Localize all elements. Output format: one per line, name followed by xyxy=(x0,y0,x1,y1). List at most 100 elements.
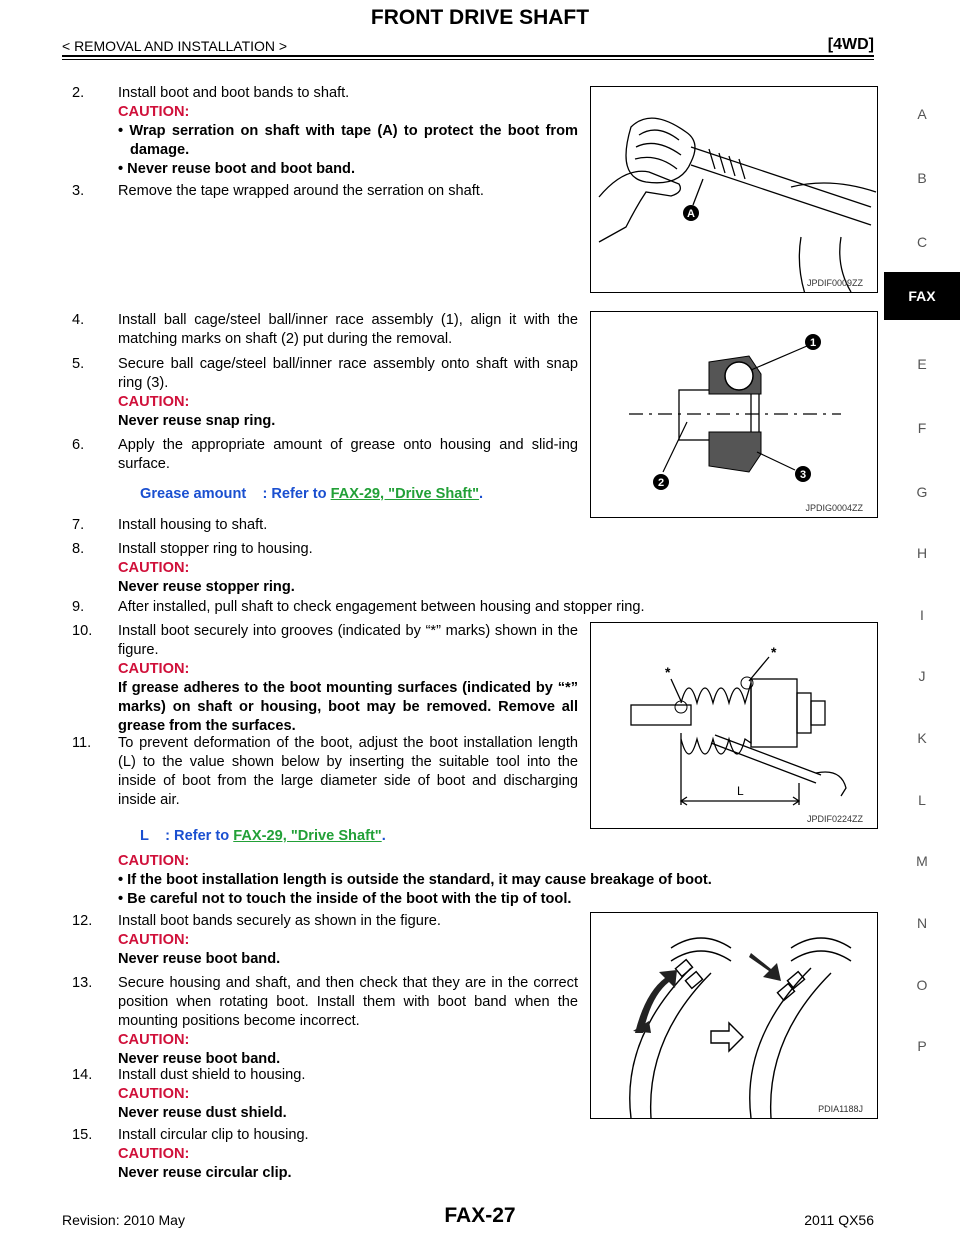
caution-label: CAUTION: xyxy=(118,661,190,677)
step-5: 5. Secure ball cage/steel ball/inner rac… xyxy=(72,355,578,431)
step-number: 8. xyxy=(72,541,85,557)
caution-bullet: • Wrap serration on shaft with tape (A) … xyxy=(118,123,578,158)
caution-label: CAUTION: xyxy=(118,853,190,869)
caution-bullet: • Be careful not to touch the inside of … xyxy=(118,891,572,907)
caution-text: Never reuse boot band. xyxy=(118,951,281,967)
caution-text: If grease adheres to the boot mounting s… xyxy=(118,680,578,734)
boot-tape-illustration: A xyxy=(598,117,877,298)
side-index-g[interactable]: G xyxy=(916,484,928,500)
step-4: 4. Install ball cage/steel ball/inner ra… xyxy=(72,311,578,349)
step-number: 12. xyxy=(72,913,93,929)
header-rule-thin xyxy=(62,59,874,60)
caution-label: CAUTION: xyxy=(118,1032,190,1048)
side-index-c[interactable]: C xyxy=(916,234,928,250)
link-fax-29[interactable]: FAX-29, "Drive Shaft" xyxy=(330,486,480,502)
side-index-n[interactable]: N xyxy=(916,915,928,931)
step-number: 13. xyxy=(72,975,93,991)
spec-grease-amount: Grease amount : Refer to FAX-29, "Drive … xyxy=(140,486,484,502)
step-text: Install dust shield to housing. xyxy=(118,1067,306,1083)
fig-label-3: 3 xyxy=(800,469,806,481)
caution-label: CAUTION: xyxy=(118,1146,190,1162)
step-number: 11. xyxy=(72,735,92,751)
step-14: 14. Install dust shield to housing. CAUT… xyxy=(72,1066,578,1123)
caution-text: Never reuse snap ring. xyxy=(118,413,276,429)
step-number: 5. xyxy=(72,356,85,372)
caution-label: CAUTION: xyxy=(118,560,190,576)
step-10: 10. Install boot securely into grooves (… xyxy=(72,622,578,736)
caution-label: CAUTION: xyxy=(118,932,190,948)
figure-caption: JPDIF0009ZZ xyxy=(806,278,863,288)
boot-length-illustration: * * L xyxy=(630,644,847,806)
side-index-o[interactable]: O xyxy=(916,977,928,993)
step-9: 9. After installed, pull shaft to check … xyxy=(72,598,872,617)
side-index-e[interactable]: E xyxy=(917,356,927,372)
page-title: FRONT DRIVE SHAFT xyxy=(370,6,590,29)
step-number: 15. xyxy=(72,1127,93,1143)
step-number: 7. xyxy=(72,517,85,533)
caution-label: CAUTION: xyxy=(118,104,190,120)
page-number: FAX-27 xyxy=(444,1204,516,1227)
step-text: Install circular clip to housing. xyxy=(118,1127,309,1143)
caution-boot-length: CAUTION: • If the boot installation leng… xyxy=(118,852,878,909)
step-number: 9. xyxy=(72,599,85,615)
step-text: To prevent deformation of the boot, adju… xyxy=(118,735,578,808)
step-text: Install housing to shaft. xyxy=(118,517,268,533)
step-15: 15. Install circular clip to housing. CA… xyxy=(72,1126,578,1183)
side-index-l[interactable]: L xyxy=(918,792,926,808)
fig-label-l: L xyxy=(737,784,744,798)
step-text: Install boot bands securely as shown in … xyxy=(118,913,441,929)
side-index-h[interactable]: H xyxy=(916,545,928,561)
step-6: 6. Apply the appropriate amount of greas… xyxy=(72,436,578,474)
step-text: Secure ball cage/steel ball/inner race a… xyxy=(118,356,578,391)
side-index-b[interactable]: B xyxy=(917,170,927,186)
header-rule xyxy=(62,55,874,57)
step-8: 8. Install stopper ring to housing. CAUT… xyxy=(72,540,578,597)
step-2: 2. Install boot and boot bands to shaft.… xyxy=(72,84,578,179)
figure-boot-tape: A JPDIF0009ZZ xyxy=(590,86,878,298)
caution-text: Never reuse circular clip. xyxy=(118,1165,292,1181)
side-index-f[interactable]: F xyxy=(917,420,927,436)
figure-caption: JPDIG0004ZZ xyxy=(805,503,863,513)
step-11: 11. To prevent deformation of the boot, … xyxy=(72,734,578,810)
side-index-j[interactable]: J xyxy=(918,668,926,684)
breadcrumb: < REMOVAL AND INSTALLATION > xyxy=(62,38,288,54)
caution-text: Never reuse dust shield. xyxy=(118,1105,287,1121)
side-index-m[interactable]: M xyxy=(916,853,928,869)
boot-bands-illustration xyxy=(629,937,852,1119)
step-number: 10. xyxy=(72,623,93,639)
side-index-p[interactable]: P xyxy=(917,1038,927,1054)
step-number: 4. xyxy=(72,312,85,328)
side-index-a[interactable]: A xyxy=(917,106,927,122)
step-number: 6. xyxy=(72,437,85,453)
caution-bullet: • Never reuse boot and boot band. xyxy=(118,161,356,177)
model-tag: [4WD] xyxy=(827,36,874,53)
link-fax-29[interactable]: FAX-29, "Drive Shaft" xyxy=(233,828,382,844)
side-index-k[interactable]: K xyxy=(917,730,927,746)
step-text: After installed, pull shaft to check eng… xyxy=(118,599,645,615)
fig-label-2: 2 xyxy=(658,477,664,489)
step-3: 3. Remove the tape wrapped around the se… xyxy=(72,182,578,201)
step-text: Apply the appropriate amount of grease o… xyxy=(118,437,578,472)
step-text: Install ball cage/steel ball/inner race … xyxy=(118,312,578,347)
step-text: Install boot securely into grooves (indi… xyxy=(118,623,578,658)
step-13: 13. Secure housing and shaft, and then c… xyxy=(72,974,578,1069)
side-index-i[interactable]: I xyxy=(920,607,924,623)
fig-label-a: A xyxy=(687,208,695,220)
fig-star-mark: * xyxy=(771,644,777,660)
step-7: 7. Install housing to shaft. xyxy=(72,516,578,535)
caution-label: CAUTION: xyxy=(118,1086,190,1102)
step-number: 3. xyxy=(72,183,85,199)
step-text: Install stopper ring to housing. xyxy=(118,541,313,557)
fig-label-1: 1 xyxy=(810,337,816,349)
side-index-fax-active[interactable]: FAX xyxy=(884,272,960,320)
figure-inner-race: 1 2 3 JPDIG0004ZZ xyxy=(590,311,878,518)
figure-boot-length: * * L JPDIF0224ZZ xyxy=(590,622,878,829)
footer-revision: Revision: 2010 May xyxy=(62,1212,185,1228)
footer-model: 2011 QX56 xyxy=(804,1212,874,1228)
spec-boot-length: L : Refer to FAX-29, "Drive Shaft". xyxy=(140,828,386,844)
caution-text: Never reuse stopper ring. xyxy=(118,579,295,595)
step-text: Remove the tape wrapped around the serra… xyxy=(118,183,484,199)
figure-caption: JPDIF0224ZZ xyxy=(806,814,863,824)
step-number: 14. xyxy=(72,1067,93,1083)
inner-race-illustration: 1 2 3 xyxy=(629,334,841,490)
